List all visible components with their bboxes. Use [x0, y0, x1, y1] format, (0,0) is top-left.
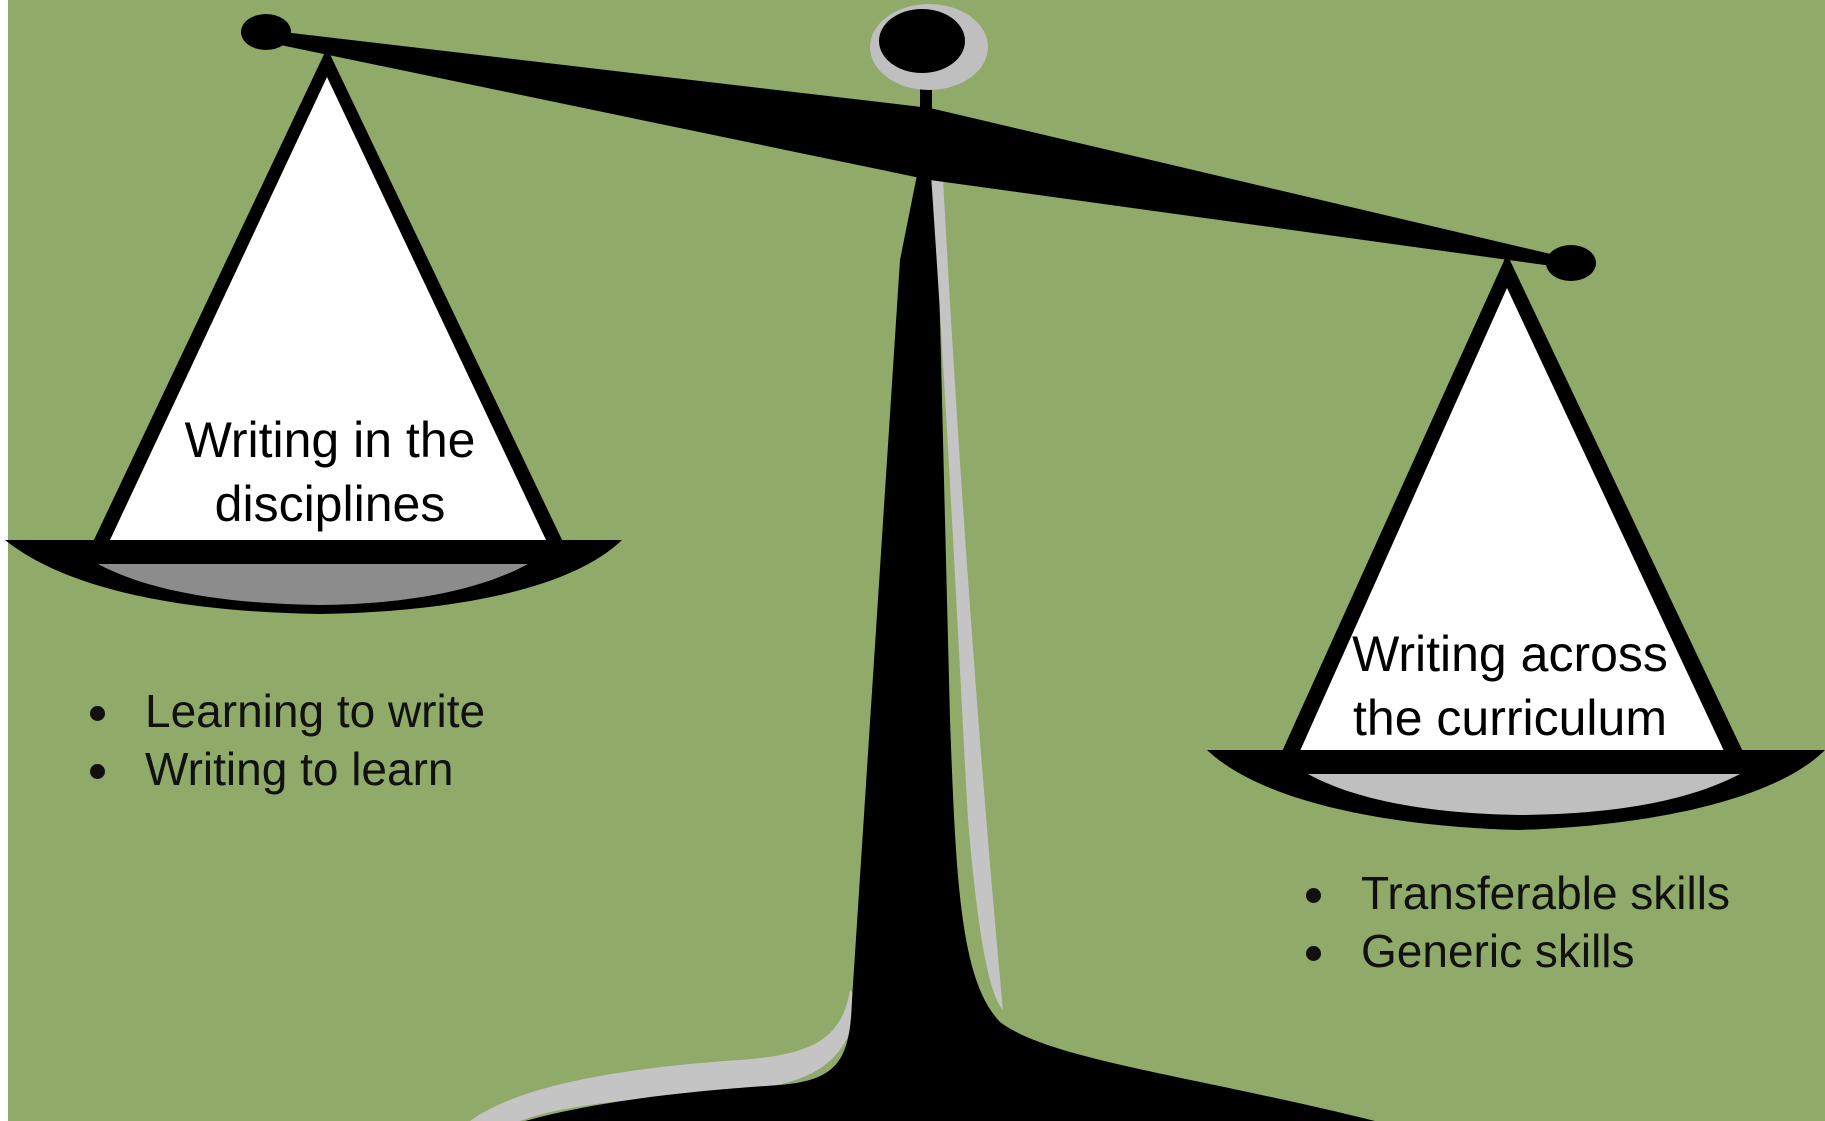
- right-pan-dish-shadow: [1308, 774, 1740, 815]
- left-pan: [5, 48, 622, 614]
- scale-stand: [470, 72, 1375, 1121]
- left-pan-triangle-inner: [110, 77, 546, 540]
- right-bullet-item: Transferable skills: [1298, 864, 1730, 922]
- pillar-highlight: [930, 160, 1003, 1010]
- base-highlight: [470, 990, 858, 1121]
- right-bullet-list: Transferable skills Generic skills: [1298, 864, 1730, 980]
- left-pan-title-line-1: Writing in the: [184, 412, 476, 468]
- right-pan-title-line-2: the curriculum: [1353, 690, 1667, 746]
- right-pan: [1207, 254, 1825, 830]
- left-bullet-list: Learning to write Writing to learn: [82, 682, 485, 798]
- base-body: [525, 160, 1375, 1121]
- left-bullet-item: Writing to learn: [82, 740, 485, 798]
- beam-end-left: [241, 14, 291, 50]
- left-pan-title: Writing in the disciplines: [170, 408, 490, 536]
- right-pan-triangle-inner: [1300, 288, 1724, 751]
- left-pan-dish-shadow: [98, 564, 528, 605]
- top-ring: [870, 4, 988, 90]
- beam-end-right: [1546, 245, 1596, 281]
- left-bullet-item: Learning to write: [82, 682, 485, 740]
- right-pan-title: Writing across the curriculum: [1335, 622, 1685, 750]
- right-pan-title-line-1: Writing across: [1352, 626, 1668, 682]
- scale-beam: [241, 14, 1596, 281]
- right-bullet-item: Generic skills: [1298, 922, 1730, 980]
- left-pan-title-line-2: disciplines: [214, 476, 446, 532]
